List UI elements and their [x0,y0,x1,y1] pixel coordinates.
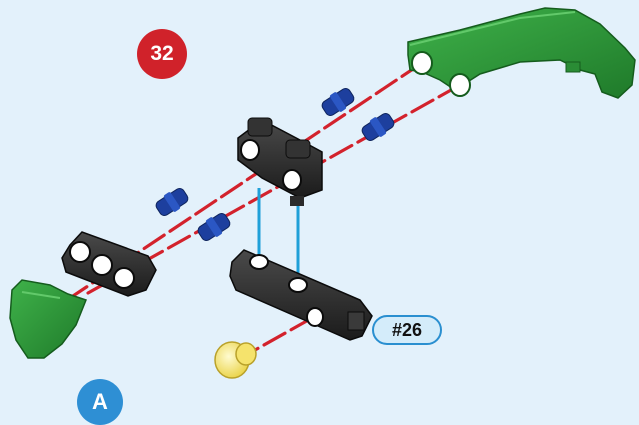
black-three-hole-connector [61,231,157,297]
black-connector-hub [237,117,323,206]
part-reference-label: #26 [372,315,442,345]
black-rod [229,249,373,341]
green-curved-panel [407,7,636,99]
step-number-badge: 32 [137,29,187,79]
sub-assembly-badge: A [77,379,123,425]
yellow-cap [214,341,257,379]
green-side-piece [9,279,87,359]
blue-guide-lines [257,188,300,282]
blue-pins [155,87,395,242]
